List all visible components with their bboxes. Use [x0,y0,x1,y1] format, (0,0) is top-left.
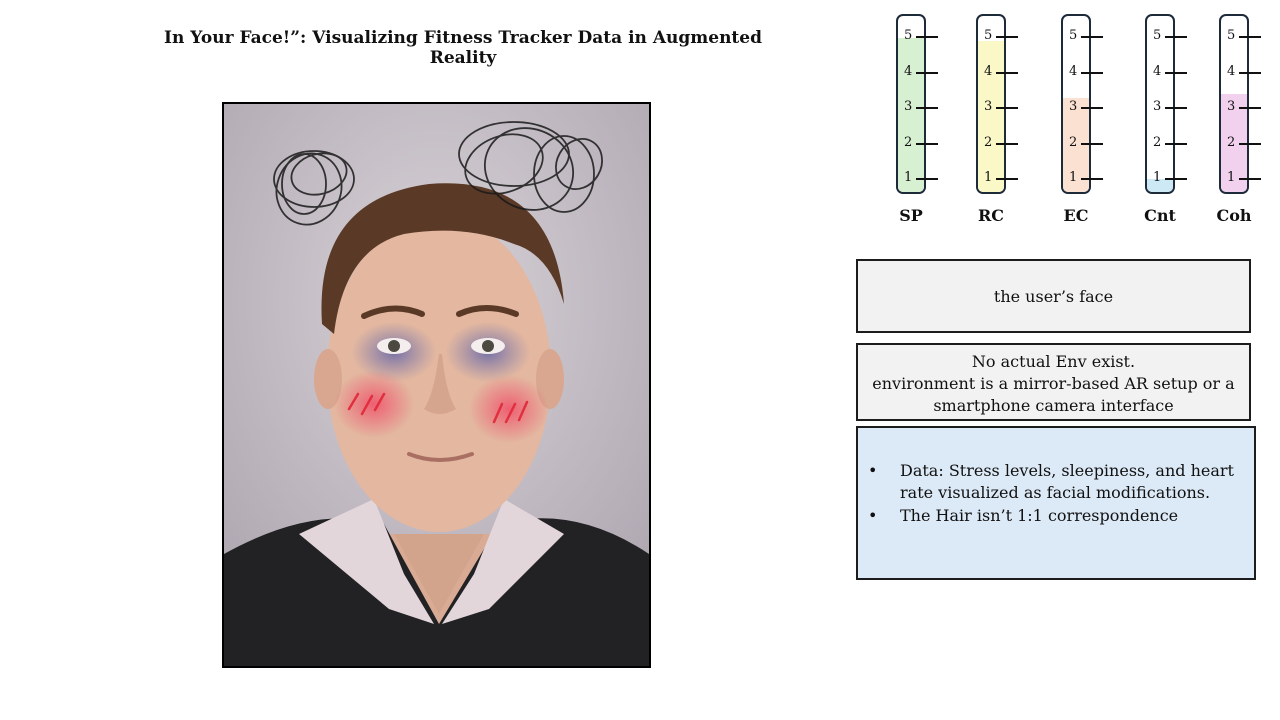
tick-label: 1 [1069,170,1078,185]
tick-label: 4 [904,63,913,79]
notes-list: • Data: Stress levels, sleepiness, and h… [868,460,1238,528]
scale-fill [978,41,1004,192]
tick-label: 5 [904,28,913,43]
scale-fill [898,37,924,192]
tick-mark [1165,107,1187,109]
tick-mark [1239,36,1261,38]
tick-label: 4 [1227,63,1236,79]
tick-label: 5 [984,28,993,43]
note-text: Data: Stress levels, sleepiness, and hea… [900,461,1234,502]
tick-mark [916,107,938,109]
bullet-icon: • [868,506,878,525]
tick-mark [916,71,938,74]
tick-label: 5 [1069,28,1078,43]
tick-mark [1165,71,1187,74]
tick-mark [1081,36,1103,38]
tick-label: 5 [1153,28,1162,43]
tick-label: 1 [1153,170,1162,185]
tick-label: 1 [984,170,993,185]
tick-label: 3 [1069,99,1078,114]
tick-mark [996,36,1018,38]
note-text: The Hair isn’t 1:1 correspondence [900,506,1179,525]
tick-mark [996,107,1018,109]
tick-mark [996,178,1018,180]
tick-label: 2 [1069,134,1078,150]
tick-label: 3 [1227,99,1236,114]
tick-label: 2 [1153,134,1162,150]
reference-text: the user’s face [993,286,1114,306]
scale-label: RC [977,206,1005,225]
tick-mark [1081,107,1103,109]
tick-label: 1 [904,170,913,185]
tick-label: 3 [984,99,993,114]
notes-box: • Data: Stress levels, sleepiness, and h… [856,426,1256,580]
tick-mark [1239,178,1261,180]
scale-label: Cnt [1144,206,1176,225]
scale-label: EC [1063,206,1089,225]
scale-tube [1061,14,1091,194]
scale-label: Coh [1216,206,1252,225]
scale-tube [896,14,926,194]
figure-title: In Your Face!”: Visualizing Fitness Trac… [164,28,762,68]
scale-label: SP [899,206,923,225]
note-item: • The Hair isn’t 1:1 correspondence [868,505,1238,527]
tick-label: 3 [904,99,913,114]
tick-mark [916,36,938,38]
scale-tube [1145,14,1175,194]
tick-mark [1165,36,1187,38]
scale-tube [976,14,1006,194]
tick-label: 5 [1227,28,1236,43]
scale-fill [1147,178,1173,192]
environment-box: No actual Env exist. environment is a mi… [856,343,1251,421]
bullet-icon: • [868,461,878,480]
tick-mark [1081,178,1103,180]
tick-mark [1239,71,1261,74]
tick-mark [1165,178,1187,180]
tick-label: 3 [1153,99,1162,114]
face-with-ar-overlays-image [224,104,649,666]
face-photo [222,102,651,668]
tick-mark [1239,107,1261,109]
note-item: • Data: Stress levels, sleepiness, and h… [868,460,1238,504]
environment-line-2: environment is a mirror-based AR setup o… [872,374,1235,415]
tick-mark [916,142,938,145]
reference-box: the user’s face [856,259,1251,333]
tick-mark [1239,142,1261,145]
scale-fill [1063,97,1089,192]
tick-mark [916,178,938,180]
environment-line-1: No actual Env exist. [971,352,1136,371]
tick-mark [1165,142,1187,145]
tick-label: 2 [984,134,993,150]
tick-label: 4 [984,63,993,79]
tick-label: 2 [1227,134,1236,150]
tick-label: 4 [1153,63,1162,79]
tick-mark [1081,71,1103,74]
tick-label: 1 [1227,170,1236,185]
tick-mark [996,142,1018,145]
tick-label: 2 [904,134,913,150]
tick-mark [1081,142,1103,145]
tick-mark [996,71,1018,74]
tick-label: 4 [1069,63,1078,79]
